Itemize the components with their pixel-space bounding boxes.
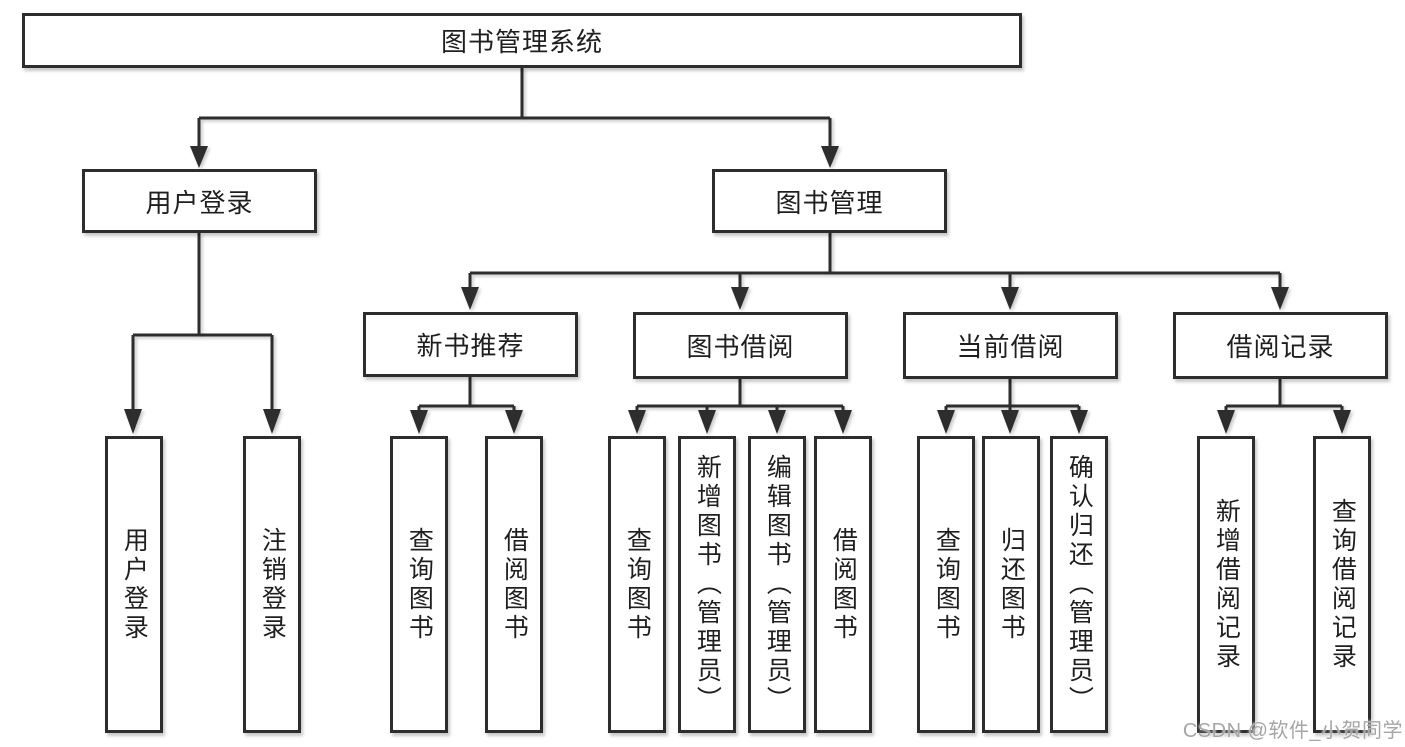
node-label: 图书管理 xyxy=(775,187,884,218)
leaf-label: 借阅图书 xyxy=(500,526,529,643)
leaf-add-book-admin: 新增图书（管理员） xyxy=(678,436,736,733)
arrowheads xyxy=(124,146,1351,434)
node-new-book-recommendation: 新书推荐 xyxy=(363,312,578,377)
leaf-query-borrow-record: 查询借阅记录 xyxy=(1313,436,1371,733)
leaf-borrow-books-recommend: 借阅图书 xyxy=(485,436,543,733)
node-label: 借阅记录 xyxy=(1226,332,1335,362)
leaf-label: 编辑图书（管理员） xyxy=(763,454,792,715)
leaf-label: 新增图书（管理员） xyxy=(693,454,722,715)
leaf-label: 查询借阅记录 xyxy=(1328,497,1357,672)
leaf-borrow-books: 借阅图书 xyxy=(814,436,872,733)
branch-book-borrowing xyxy=(635,379,845,414)
node-label: 新书推荐 xyxy=(416,331,525,361)
branch-root xyxy=(197,68,832,152)
watermark: CSDN @软件_小贺同学 xyxy=(1182,720,1403,742)
node-book-borrowing: 图书借阅 xyxy=(633,312,848,379)
leaf-label: 用户登录 xyxy=(120,526,149,643)
leaf-logout: 注销登录 xyxy=(243,436,301,733)
branch-book-management xyxy=(468,233,1282,291)
node-book-management: 图书管理 xyxy=(712,169,947,233)
node-label: 用户登录 xyxy=(145,187,254,218)
leaf-label: 确认归还（管理员） xyxy=(1065,454,1094,715)
node-label: 图书管理系统 xyxy=(440,27,603,57)
node-library-management-system: 图书管理系统 xyxy=(22,13,1022,68)
branch-borrowing-records xyxy=(1224,379,1344,414)
branch-new-book xyxy=(417,377,516,414)
leaf-label: 注销登录 xyxy=(258,526,287,643)
branch-current-borrowing xyxy=(944,379,1081,414)
leaf-query-books-recommend: 查询图书 xyxy=(390,436,448,733)
node-label: 当前借阅 xyxy=(956,332,1065,362)
leaf-query-books-borrow: 查询图书 xyxy=(608,436,666,733)
leaf-label: 查询图书 xyxy=(623,526,652,643)
leaf-label: 归还图书 xyxy=(997,526,1026,643)
leaf-add-borrow-record: 新增借阅记录 xyxy=(1197,436,1255,733)
leaf-label: 新增借阅记录 xyxy=(1212,497,1241,672)
leaf-user-login: 用户登录 xyxy=(105,436,163,733)
node-current-borrowing: 当前借阅 xyxy=(903,312,1118,379)
node-user-login: 用户登录 xyxy=(82,169,317,233)
leaf-query-books-current: 查询图书 xyxy=(917,436,975,733)
leaf-confirm-return-admin: 确认归还（管理员） xyxy=(1050,436,1108,733)
leaf-label: 查询图书 xyxy=(405,526,434,643)
leaf-label: 借阅图书 xyxy=(829,526,858,643)
node-label: 图书借阅 xyxy=(686,332,795,362)
node-borrowing-records: 借阅记录 xyxy=(1173,312,1388,379)
branch-user-login xyxy=(131,233,274,414)
leaf-edit-book-admin: 编辑图书（管理员） xyxy=(748,436,806,733)
leaf-return-books: 归还图书 xyxy=(982,436,1040,733)
leaf-label: 查询图书 xyxy=(932,526,961,643)
